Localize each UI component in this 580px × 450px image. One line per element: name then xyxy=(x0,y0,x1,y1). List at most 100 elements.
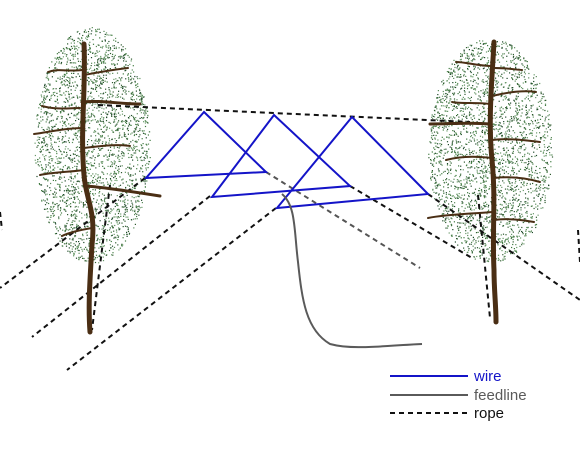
foliage-speck xyxy=(49,194,51,196)
foliage-speck xyxy=(88,115,90,117)
foliage-speck xyxy=(498,100,500,102)
foliage-speck xyxy=(449,76,451,78)
foliage-speck xyxy=(141,138,143,140)
foliage-speck xyxy=(523,71,526,73)
foliage-speck xyxy=(58,62,60,64)
foliage-speck xyxy=(505,135,507,137)
foliage-speck xyxy=(500,141,502,143)
foliage-speck xyxy=(54,203,56,205)
foliage-speck xyxy=(57,116,59,118)
foliage-speck xyxy=(530,105,532,107)
foliage-speck xyxy=(126,209,128,211)
foliage-speck xyxy=(145,107,147,109)
foliage-speck xyxy=(51,135,53,137)
foliage-speck xyxy=(452,130,454,132)
foliage-speck xyxy=(505,198,507,200)
foliage-speck xyxy=(93,69,95,72)
foliage-speck xyxy=(56,196,58,198)
foliage-speck xyxy=(482,177,484,179)
foliage-speck xyxy=(486,80,488,82)
foliage-speck xyxy=(466,82,468,84)
foliage-speck xyxy=(516,209,518,211)
foliage-speck xyxy=(448,232,450,234)
foliage-speck xyxy=(87,71,89,73)
foliage-speck xyxy=(116,234,118,236)
foliage-speck xyxy=(474,178,476,180)
foliage-speck xyxy=(105,141,107,143)
foliage-speck xyxy=(133,227,135,229)
foliage-speck xyxy=(55,192,57,194)
foliage-speck xyxy=(528,191,530,193)
foliage-speck xyxy=(524,136,526,138)
foliage-speck xyxy=(442,129,444,131)
foliage-speck xyxy=(70,226,72,228)
foliage-speck xyxy=(520,134,523,136)
foliage-speck xyxy=(67,43,69,45)
foliage-speck xyxy=(81,185,83,187)
foliage-speck xyxy=(58,138,60,140)
foliage-speck xyxy=(482,92,484,94)
foliage-speck xyxy=(120,213,122,215)
foliage-speck xyxy=(506,64,509,66)
foliage-speck xyxy=(521,213,523,215)
foliage-speck xyxy=(526,66,529,68)
foliage-speck xyxy=(518,85,520,87)
foliage-speck xyxy=(119,247,121,249)
foliage-speck xyxy=(111,59,113,62)
foliage-speck xyxy=(522,123,524,125)
foliage-speck xyxy=(146,150,148,153)
foliage-speck xyxy=(53,196,55,198)
foliage-speck xyxy=(525,202,527,204)
foliage-speck xyxy=(473,68,475,71)
foliage-speck xyxy=(112,200,114,202)
foliage-speck xyxy=(487,76,489,78)
foliage-speck xyxy=(136,149,138,151)
foliage-speck xyxy=(91,70,93,72)
foliage-speck xyxy=(132,210,134,212)
foliage-speck xyxy=(63,75,65,77)
foliage-speck xyxy=(457,141,460,143)
foliage-speck xyxy=(463,249,466,251)
foliage-speck xyxy=(102,203,104,205)
foliage-speck xyxy=(458,208,460,210)
foliage-speck xyxy=(475,223,477,225)
foliage-speck xyxy=(436,97,438,99)
foliage-speck xyxy=(501,158,504,160)
foliage-speck xyxy=(104,198,106,201)
foliage-speck xyxy=(87,34,89,36)
foliage-speck xyxy=(97,155,100,157)
foliage-speck xyxy=(529,100,531,102)
foliage-speck xyxy=(49,162,51,164)
foliage-speck xyxy=(437,139,439,141)
foliage-speck xyxy=(97,155,99,157)
foliage-speck xyxy=(59,200,61,202)
foliage-speck xyxy=(516,157,518,160)
foliage-speck xyxy=(508,189,510,191)
foliage-speck xyxy=(133,165,135,167)
foliage-speck xyxy=(466,115,468,117)
foliage-speck xyxy=(518,218,520,220)
foliage-speck xyxy=(542,123,544,125)
foliage-speck xyxy=(505,161,507,163)
foliage-speck xyxy=(478,55,480,57)
foliage-speck xyxy=(78,155,80,158)
foliage-speck xyxy=(472,180,474,182)
foliage-speck xyxy=(505,203,507,205)
foliage-speck xyxy=(118,96,120,98)
foliage-speck xyxy=(70,206,72,208)
foliage-speck xyxy=(45,149,47,152)
foliage-speck xyxy=(72,228,74,230)
foliage-speck xyxy=(510,126,512,128)
foliage-speck xyxy=(458,180,460,182)
foliage-speck xyxy=(540,137,543,139)
foliage-speck xyxy=(62,136,65,138)
foliage-speck xyxy=(117,129,119,132)
foliage-speck xyxy=(79,112,81,114)
foliage-speck xyxy=(517,57,519,59)
foliage-speck xyxy=(125,60,127,62)
foliage-speck xyxy=(132,93,134,95)
foliage-speck xyxy=(46,128,48,130)
foliage-speck xyxy=(74,196,76,198)
foliage-speck xyxy=(480,249,482,251)
foliage-speck xyxy=(479,149,481,151)
